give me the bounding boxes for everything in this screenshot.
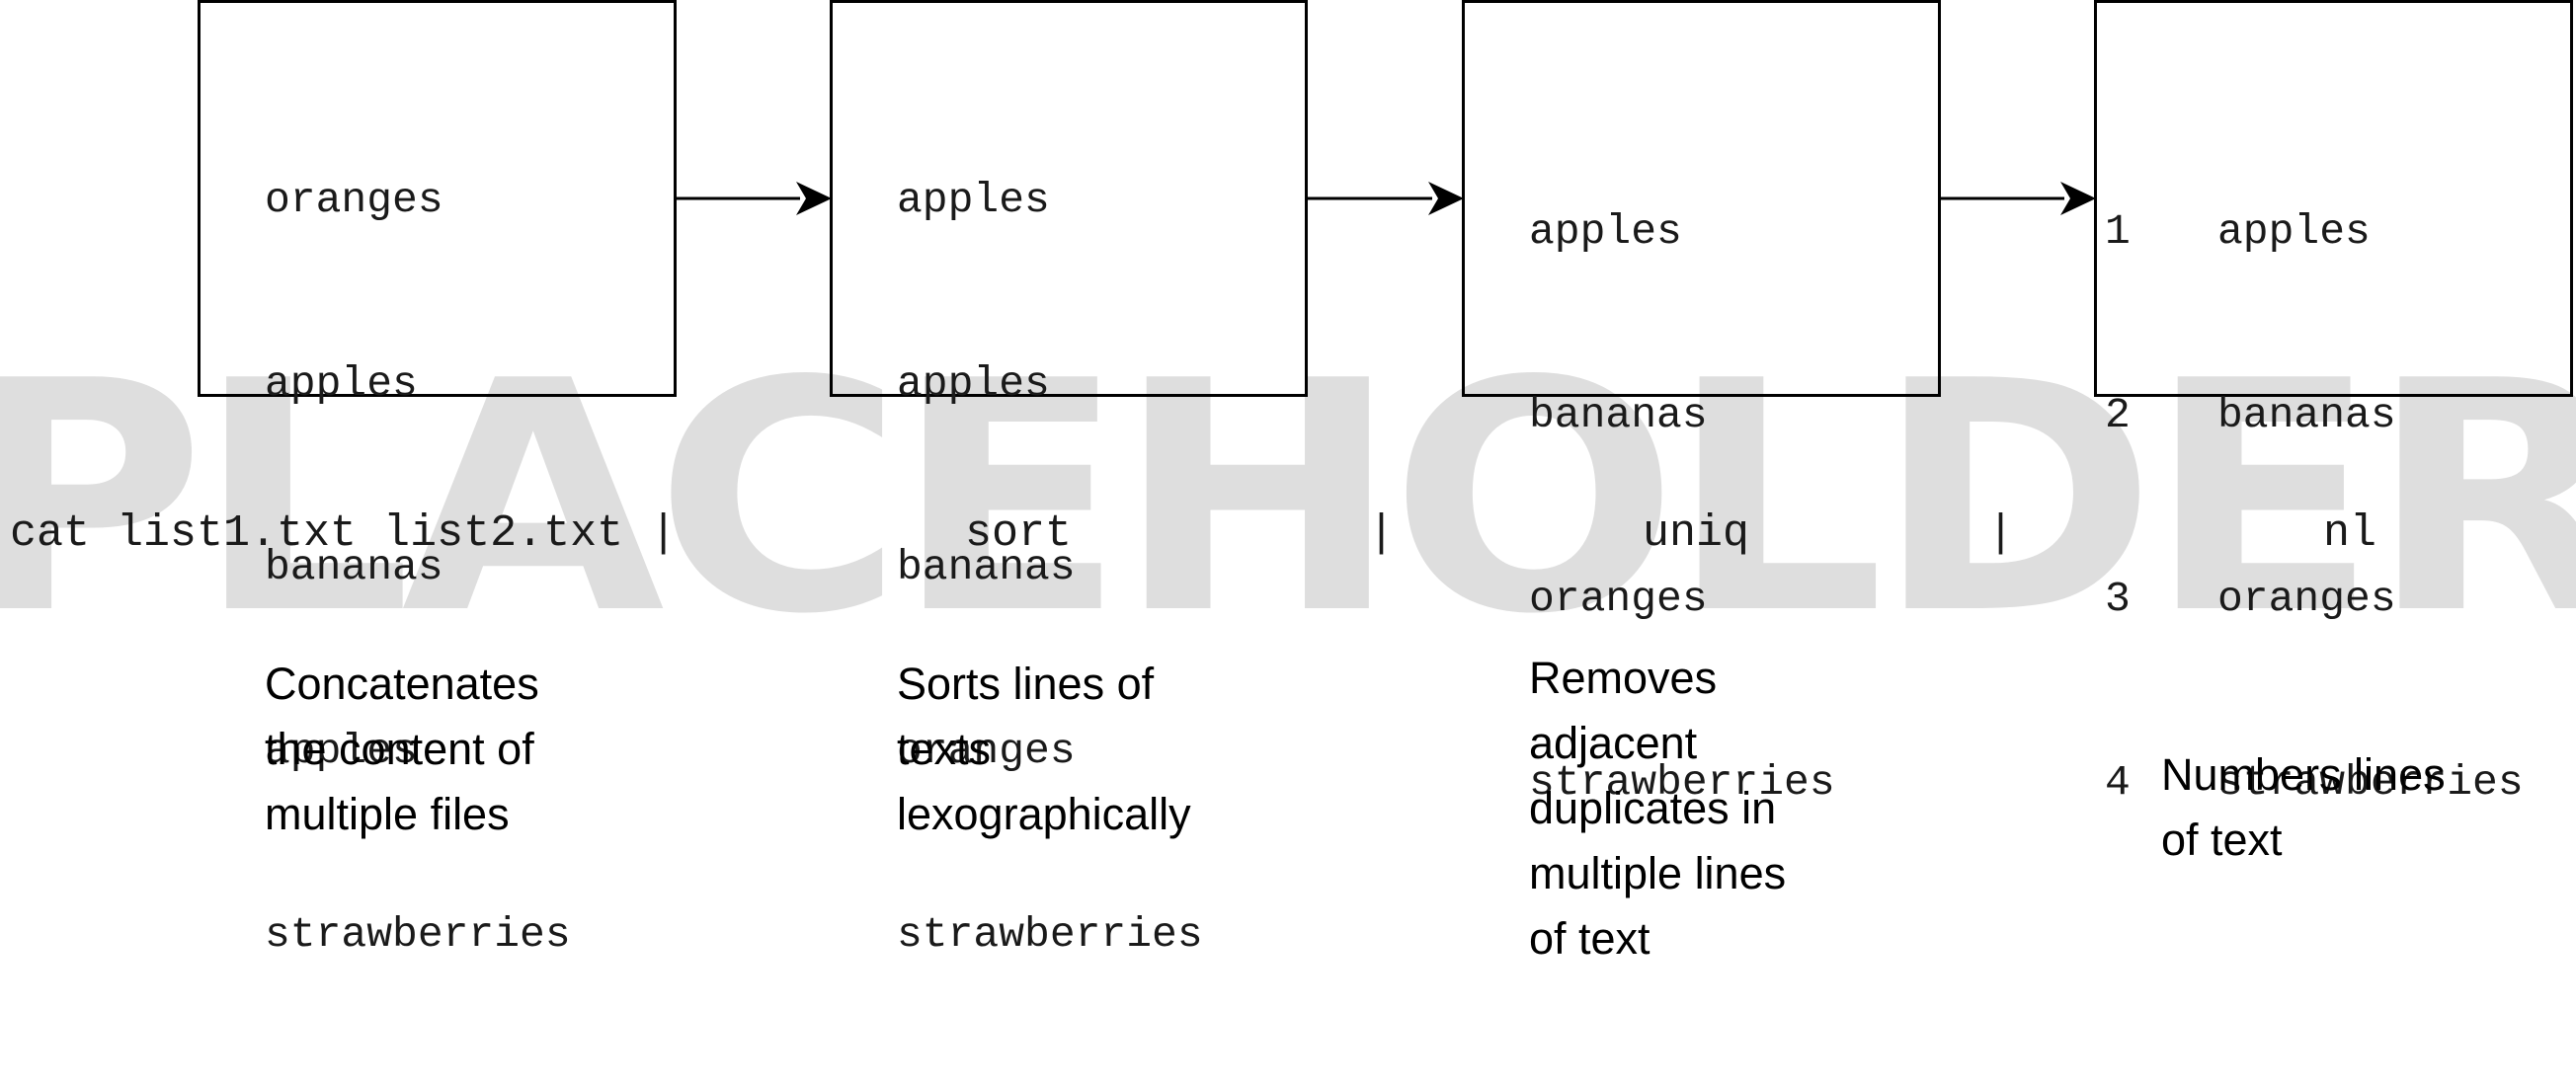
line-numbers: 1 2 3 4 bbox=[2105, 79, 2258, 936]
sort-description: Sorts lines of texts lexographically bbox=[897, 659, 1191, 839]
list-line: oranges bbox=[2217, 575, 2396, 623]
list-line: apples bbox=[1529, 207, 1682, 256]
cat-command: cat list1.txt list2.txt | bbox=[10, 508, 678, 559]
list-line: apples bbox=[897, 359, 1050, 408]
list-line: strawberries bbox=[897, 910, 1203, 959]
nl-output-lines: apples bananas oranges strawberries bbox=[2217, 79, 2524, 936]
line-number: 2 bbox=[2105, 391, 2131, 439]
uniq-output-lines: apples bananas oranges strawberries bbox=[1529, 79, 1835, 936]
placeholder-watermark: PLACEHOLDER bbox=[0, 313, 2576, 683]
sort-output-lines: apples apples bananas oranges strawberri… bbox=[897, 47, 1203, 1088]
list-line: apples bbox=[2217, 207, 2371, 256]
list-line: oranges bbox=[897, 727, 1076, 775]
sort-command: sort bbox=[965, 508, 1073, 559]
uniq-command: uniq bbox=[1643, 508, 1750, 559]
list-line: apples bbox=[897, 176, 1050, 224]
cat-output-box: oranges apples bananas apples strawberri… bbox=[198, 0, 677, 959]
cat-output-lines: oranges apples bananas apples strawberri… bbox=[265, 47, 571, 1088]
nl-command: nl bbox=[2323, 508, 2377, 559]
list-line: apples bbox=[265, 727, 418, 775]
line-number: 3 bbox=[2105, 575, 2131, 623]
sort-output-box: apples apples bananas oranges strawberri… bbox=[830, 0, 1308, 959]
list-line: oranges bbox=[265, 176, 443, 224]
arrow-1-to-2 bbox=[677, 182, 832, 215]
list-line: strawberries bbox=[1529, 758, 1835, 807]
pipeline-diagram: PLACEHOLDER oranges apples bananas apple… bbox=[0, 0, 2576, 964]
list-line: strawberries bbox=[2217, 758, 2524, 807]
list-line: bananas bbox=[897, 543, 1076, 591]
pipe-symbol: | bbox=[1368, 508, 1396, 559]
cat-description: Concatenates the content of multiple fil… bbox=[265, 659, 539, 839]
nl-description: Numbers lines of text bbox=[2161, 749, 2446, 865]
uniq-description: Removes adjacent duplicates in multiple … bbox=[1529, 653, 1787, 964]
list-line: bananas bbox=[265, 543, 443, 591]
list-line: oranges bbox=[1529, 575, 1708, 623]
uniq-output-box: apples bananas oranges strawberries bbox=[1462, 0, 1941, 807]
nl-output-box: 1 2 3 4 apples bananas oranges strawberr… bbox=[2094, 0, 2573, 807]
arrow-3-to-4 bbox=[1941, 182, 2096, 215]
list-line: apples bbox=[265, 359, 418, 408]
list-line: bananas bbox=[1529, 391, 1708, 439]
pipe-symbol: | bbox=[1987, 508, 2015, 559]
line-number: 4 bbox=[2105, 758, 2131, 807]
line-number: 1 bbox=[2105, 207, 2131, 256]
arrow-2-to-3 bbox=[1308, 182, 1464, 215]
list-line: bananas bbox=[2217, 391, 2396, 439]
list-line: strawberries bbox=[265, 910, 571, 959]
